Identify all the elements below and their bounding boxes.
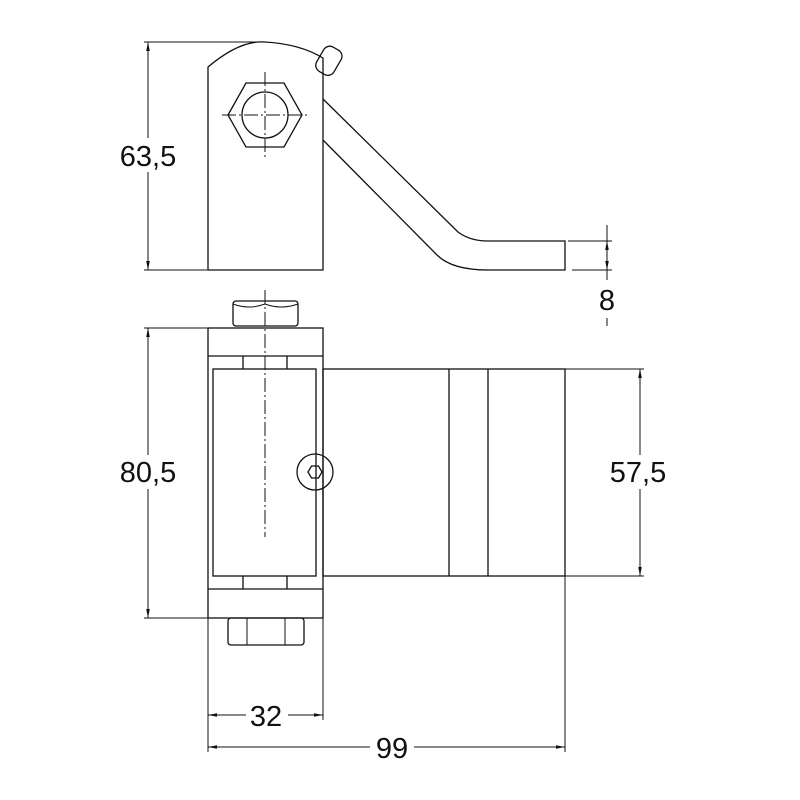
- hex-socket-icon: [307, 465, 323, 479]
- mounting-plate: [322, 368, 566, 577]
- bottom-nut: [227, 617, 305, 646]
- dim-label-total-width: 99: [376, 733, 408, 765]
- pin-cap: [315, 45, 343, 76]
- front-view: [207, 290, 566, 646]
- dim-label-top-height: 63,5: [120, 141, 176, 173]
- dimension-8: 8: [568, 225, 615, 326]
- dim-label-body-width: 32: [250, 701, 282, 733]
- set-screw: [296, 453, 334, 491]
- dim-label-body-height: 80,5: [120, 457, 176, 489]
- dimension-57-5: 57,5: [565, 368, 676, 577]
- dimension-80-5: 80,5: [112, 327, 228, 619]
- dim-label-arm-thickness: 8: [599, 285, 615, 317]
- top-view: [207, 41, 566, 271]
- dimension-99: 99: [208, 576, 566, 765]
- dim-label-plate-height: 57,5: [610, 457, 666, 489]
- dimension-63-5: 63,5: [112, 41, 265, 271]
- dimension-32: 32: [207, 618, 324, 752]
- hinge-arm: [322, 98, 566, 271]
